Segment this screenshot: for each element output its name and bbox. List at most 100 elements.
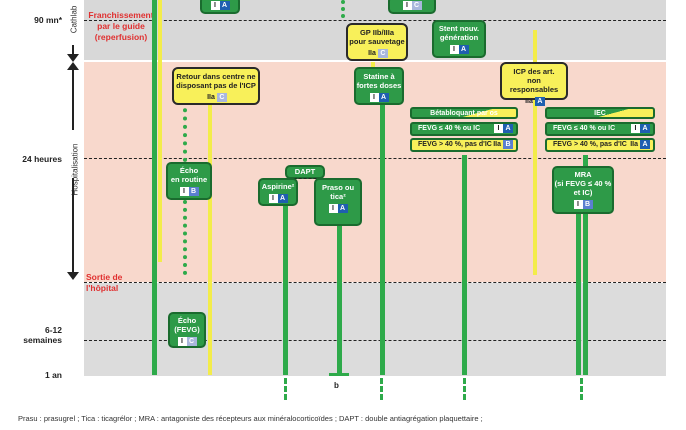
arrow-down-icon xyxy=(67,54,79,62)
grade-class: I xyxy=(177,337,187,346)
grade-class: IIa xyxy=(207,94,215,101)
sortie-label: Sortie de l'hôpital xyxy=(86,272,136,294)
grade-class: I xyxy=(573,200,583,209)
grade-level: A xyxy=(378,93,389,102)
grade-level: C xyxy=(411,1,422,10)
franchissement-label: Franchissement par le guide (reperfusion… xyxy=(86,10,156,43)
dash-ext-3 xyxy=(463,378,466,400)
grade-level: A xyxy=(503,124,513,133)
statine-line1: Statine à xyxy=(363,72,395,81)
dapt-connector xyxy=(279,178,341,180)
iec-row2-text: FEVG > 40 %, pas d'IC xyxy=(553,141,627,148)
echo1-line2: en routine xyxy=(170,175,208,184)
praso-line1: Praso ou xyxy=(321,183,355,192)
dotted-green-echo xyxy=(183,100,187,162)
betabloquant-row2-text: FEVG > 40 %, pas d'IC xyxy=(418,141,492,148)
time-label-1an: 1 an xyxy=(44,370,62,380)
green-timeline-statine xyxy=(380,100,385,375)
time-label-semaines: semaines xyxy=(23,335,62,345)
grade-level: A xyxy=(640,124,650,133)
green-timeline-mra xyxy=(576,210,581,375)
dash-ext-2 xyxy=(380,378,383,400)
betabloquant-header: Bétabloquant par os xyxy=(410,107,518,119)
franchissement-line3: (reperfusion) xyxy=(94,32,148,42)
line-24h xyxy=(84,158,666,159)
timeline-arrow-hosp-bottom xyxy=(72,178,74,273)
time-label-6-12: 6-12 xyxy=(44,325,62,335)
line-sortie xyxy=(84,282,666,283)
grade-class: I xyxy=(210,1,220,10)
green-timeline-praso xyxy=(337,225,342,373)
retour-line1: Retour dans centre ne xyxy=(176,72,256,81)
grade-level: A xyxy=(277,194,288,203)
grade-class: I xyxy=(449,45,459,54)
arrow-up-icon xyxy=(67,62,79,70)
grade-class: I xyxy=(328,204,338,213)
grade-level: A xyxy=(640,140,650,149)
dash-ext-1 xyxy=(284,378,287,400)
stent-line2: génération xyxy=(439,33,479,42)
iec-title: IEC xyxy=(594,110,606,117)
dapt-label: DAPT xyxy=(294,167,316,176)
praso-end-bar xyxy=(329,373,349,376)
mra-line2: (si FEVG ≤ 40 % xyxy=(554,179,612,188)
grade-level: A xyxy=(534,97,545,106)
timeline-arrow-cathlab xyxy=(72,45,74,59)
grade-class: I xyxy=(631,124,640,133)
yellow-timeline-icp xyxy=(533,30,537,275)
betabloquant-row1-text: FEVG ≤ 40 % ou IC xyxy=(418,125,481,132)
stent-line1: Stent nouv. xyxy=(438,24,480,33)
echo2-line1: Écho xyxy=(177,316,197,325)
timeline-arrow-hosp-top xyxy=(72,70,74,130)
green-timeline-aspirine xyxy=(283,205,288,375)
iec-row1-text: FEVG ≤ 40 % ou IC xyxy=(553,125,616,132)
grade-class: I xyxy=(369,93,379,102)
dapt-box: DAPT xyxy=(285,165,325,179)
line-6-12 xyxy=(84,340,666,341)
grade-level: C xyxy=(377,49,388,58)
grade-level: C xyxy=(216,93,227,102)
statine-line2: fortes doses xyxy=(356,81,402,90)
line-90mn xyxy=(84,20,666,21)
grade-class: I xyxy=(402,1,412,10)
franchissement-line1: Franchissement xyxy=(88,10,154,20)
echo2-line2: (FEVG) xyxy=(174,325,200,334)
grade-level: B xyxy=(503,140,513,149)
retour-centre-box: Retour dans centre ne disposant pas de l… xyxy=(172,67,260,105)
yellow-timeline-retour xyxy=(208,100,212,375)
grade-class: I xyxy=(179,187,189,196)
grade-class: IIa xyxy=(368,50,376,57)
grade-class: I xyxy=(268,194,278,203)
praso-line2: tica² xyxy=(330,192,346,201)
icp-line2: non responsables xyxy=(509,76,559,94)
grade-class: IIa xyxy=(493,141,501,148)
icp-line1: ICP des art. xyxy=(513,67,555,76)
green-timeline-1 xyxy=(152,0,157,375)
dash-ext-4 xyxy=(580,378,583,400)
dotted-green-top xyxy=(341,0,345,18)
mra-line3: et IC) xyxy=(573,188,593,197)
mra-line1: MRA xyxy=(574,170,592,179)
dotted-green-echo-2 xyxy=(183,200,187,275)
arrow-down-icon xyxy=(67,272,79,280)
retour-line2: disposant pas de l'ICP xyxy=(176,81,256,90)
sortie-line1: Sortie de xyxy=(86,272,123,282)
aspirine-label: Aspirine² xyxy=(261,182,295,191)
grade-level: B xyxy=(188,187,199,196)
green-timeline-betab xyxy=(462,155,467,375)
green-timeline-iec xyxy=(583,155,588,375)
iec-header: IEC xyxy=(545,107,655,119)
sortie-line2: l'hôpital xyxy=(86,283,119,293)
